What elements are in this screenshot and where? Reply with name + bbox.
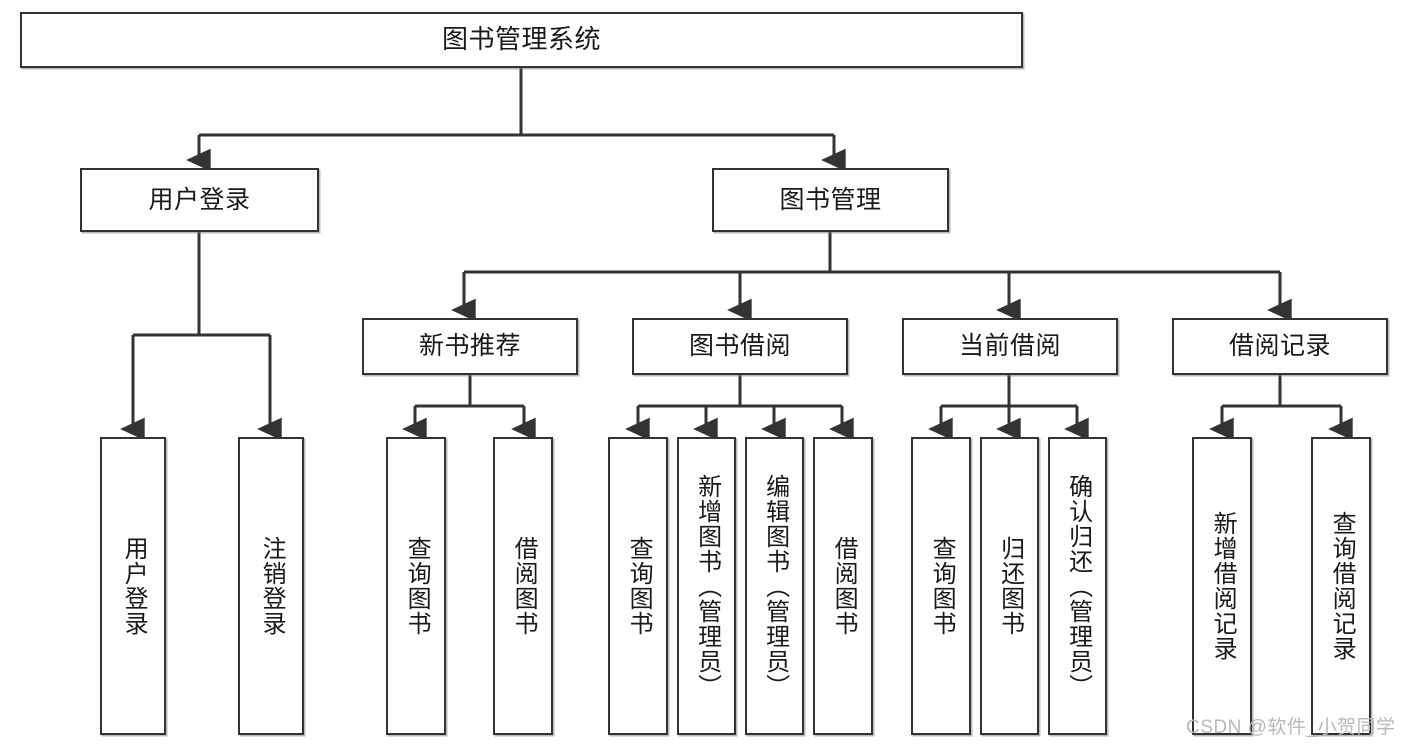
node-user-login[interactable]: 用户登录 bbox=[80, 168, 319, 232]
node-label: 注销登录 bbox=[258, 536, 286, 636]
node-label: 查询图书 bbox=[403, 536, 431, 636]
leaf-borrow-book-recommend[interactable]: 借阅图书 bbox=[493, 437, 553, 735]
leaf-logout-login[interactable]: 注销登录 bbox=[238, 437, 304, 735]
node-label: 图书管理 bbox=[779, 185, 882, 214]
node-root-system[interactable]: 图书管理系统 bbox=[20, 12, 1023, 68]
node-label: 编辑图书（管理员） bbox=[761, 473, 789, 699]
node-label: 借阅图书 bbox=[510, 536, 538, 636]
leaf-query-borrow-record[interactable]: 查询借阅记录 bbox=[1311, 437, 1371, 735]
node-label: 用户登录 bbox=[148, 185, 251, 214]
node-label: 新书推荐 bbox=[418, 332, 521, 361]
leaf-add-borrow-record[interactable]: 新增借阅记录 bbox=[1192, 437, 1252, 735]
node-new-book-recommend[interactable]: 新书推荐 bbox=[362, 318, 578, 375]
node-label: 当前借阅 bbox=[958, 332, 1061, 361]
node-label: 新增图书（管理员） bbox=[693, 473, 721, 699]
node-label: 查询图书 bbox=[625, 536, 653, 636]
node-label: 借阅图书 bbox=[830, 536, 858, 636]
node-label: 查询借阅记录 bbox=[1328, 511, 1356, 661]
leaf-user-login[interactable]: 用户登录 bbox=[100, 437, 166, 735]
leaf-query-book-current[interactable]: 查询图书 bbox=[911, 437, 971, 735]
node-book-borrow[interactable]: 图书借阅 bbox=[632, 318, 848, 375]
node-label: 确认归还（管理员） bbox=[1064, 473, 1092, 699]
csdn-watermark: CSDN @软件_小贺同学 bbox=[1186, 717, 1396, 738]
node-book-manage[interactable]: 图书管理 bbox=[712, 168, 949, 232]
leaf-add-book[interactable]: 新增图书（管理员） bbox=[677, 437, 736, 735]
node-label: 图书管理系统 bbox=[441, 24, 601, 55]
leaf-query-book-borrow[interactable]: 查询图书 bbox=[608, 437, 668, 735]
node-label: 查询图书 bbox=[928, 536, 956, 636]
node-borrow-record[interactable]: 借阅记录 bbox=[1172, 318, 1388, 375]
node-label: 新增借阅记录 bbox=[1209, 511, 1237, 661]
leaf-return-book[interactable]: 归还图书 bbox=[980, 437, 1039, 735]
leaf-borrow-book-borrow[interactable]: 借阅图书 bbox=[813, 437, 873, 735]
node-label: 图书借阅 bbox=[688, 332, 791, 361]
node-label: 借阅记录 bbox=[1228, 332, 1331, 361]
node-current-borrow[interactable]: 当前借阅 bbox=[902, 318, 1118, 375]
node-label: 归还图书 bbox=[996, 536, 1024, 636]
leaf-edit-book[interactable]: 编辑图书（管理员） bbox=[745, 437, 804, 735]
leaf-query-book-recommend[interactable]: 查询图书 bbox=[386, 437, 446, 735]
leaf-confirm-return[interactable]: 确认归还（管理员） bbox=[1048, 437, 1107, 735]
node-label: 用户登录 bbox=[120, 536, 148, 636]
